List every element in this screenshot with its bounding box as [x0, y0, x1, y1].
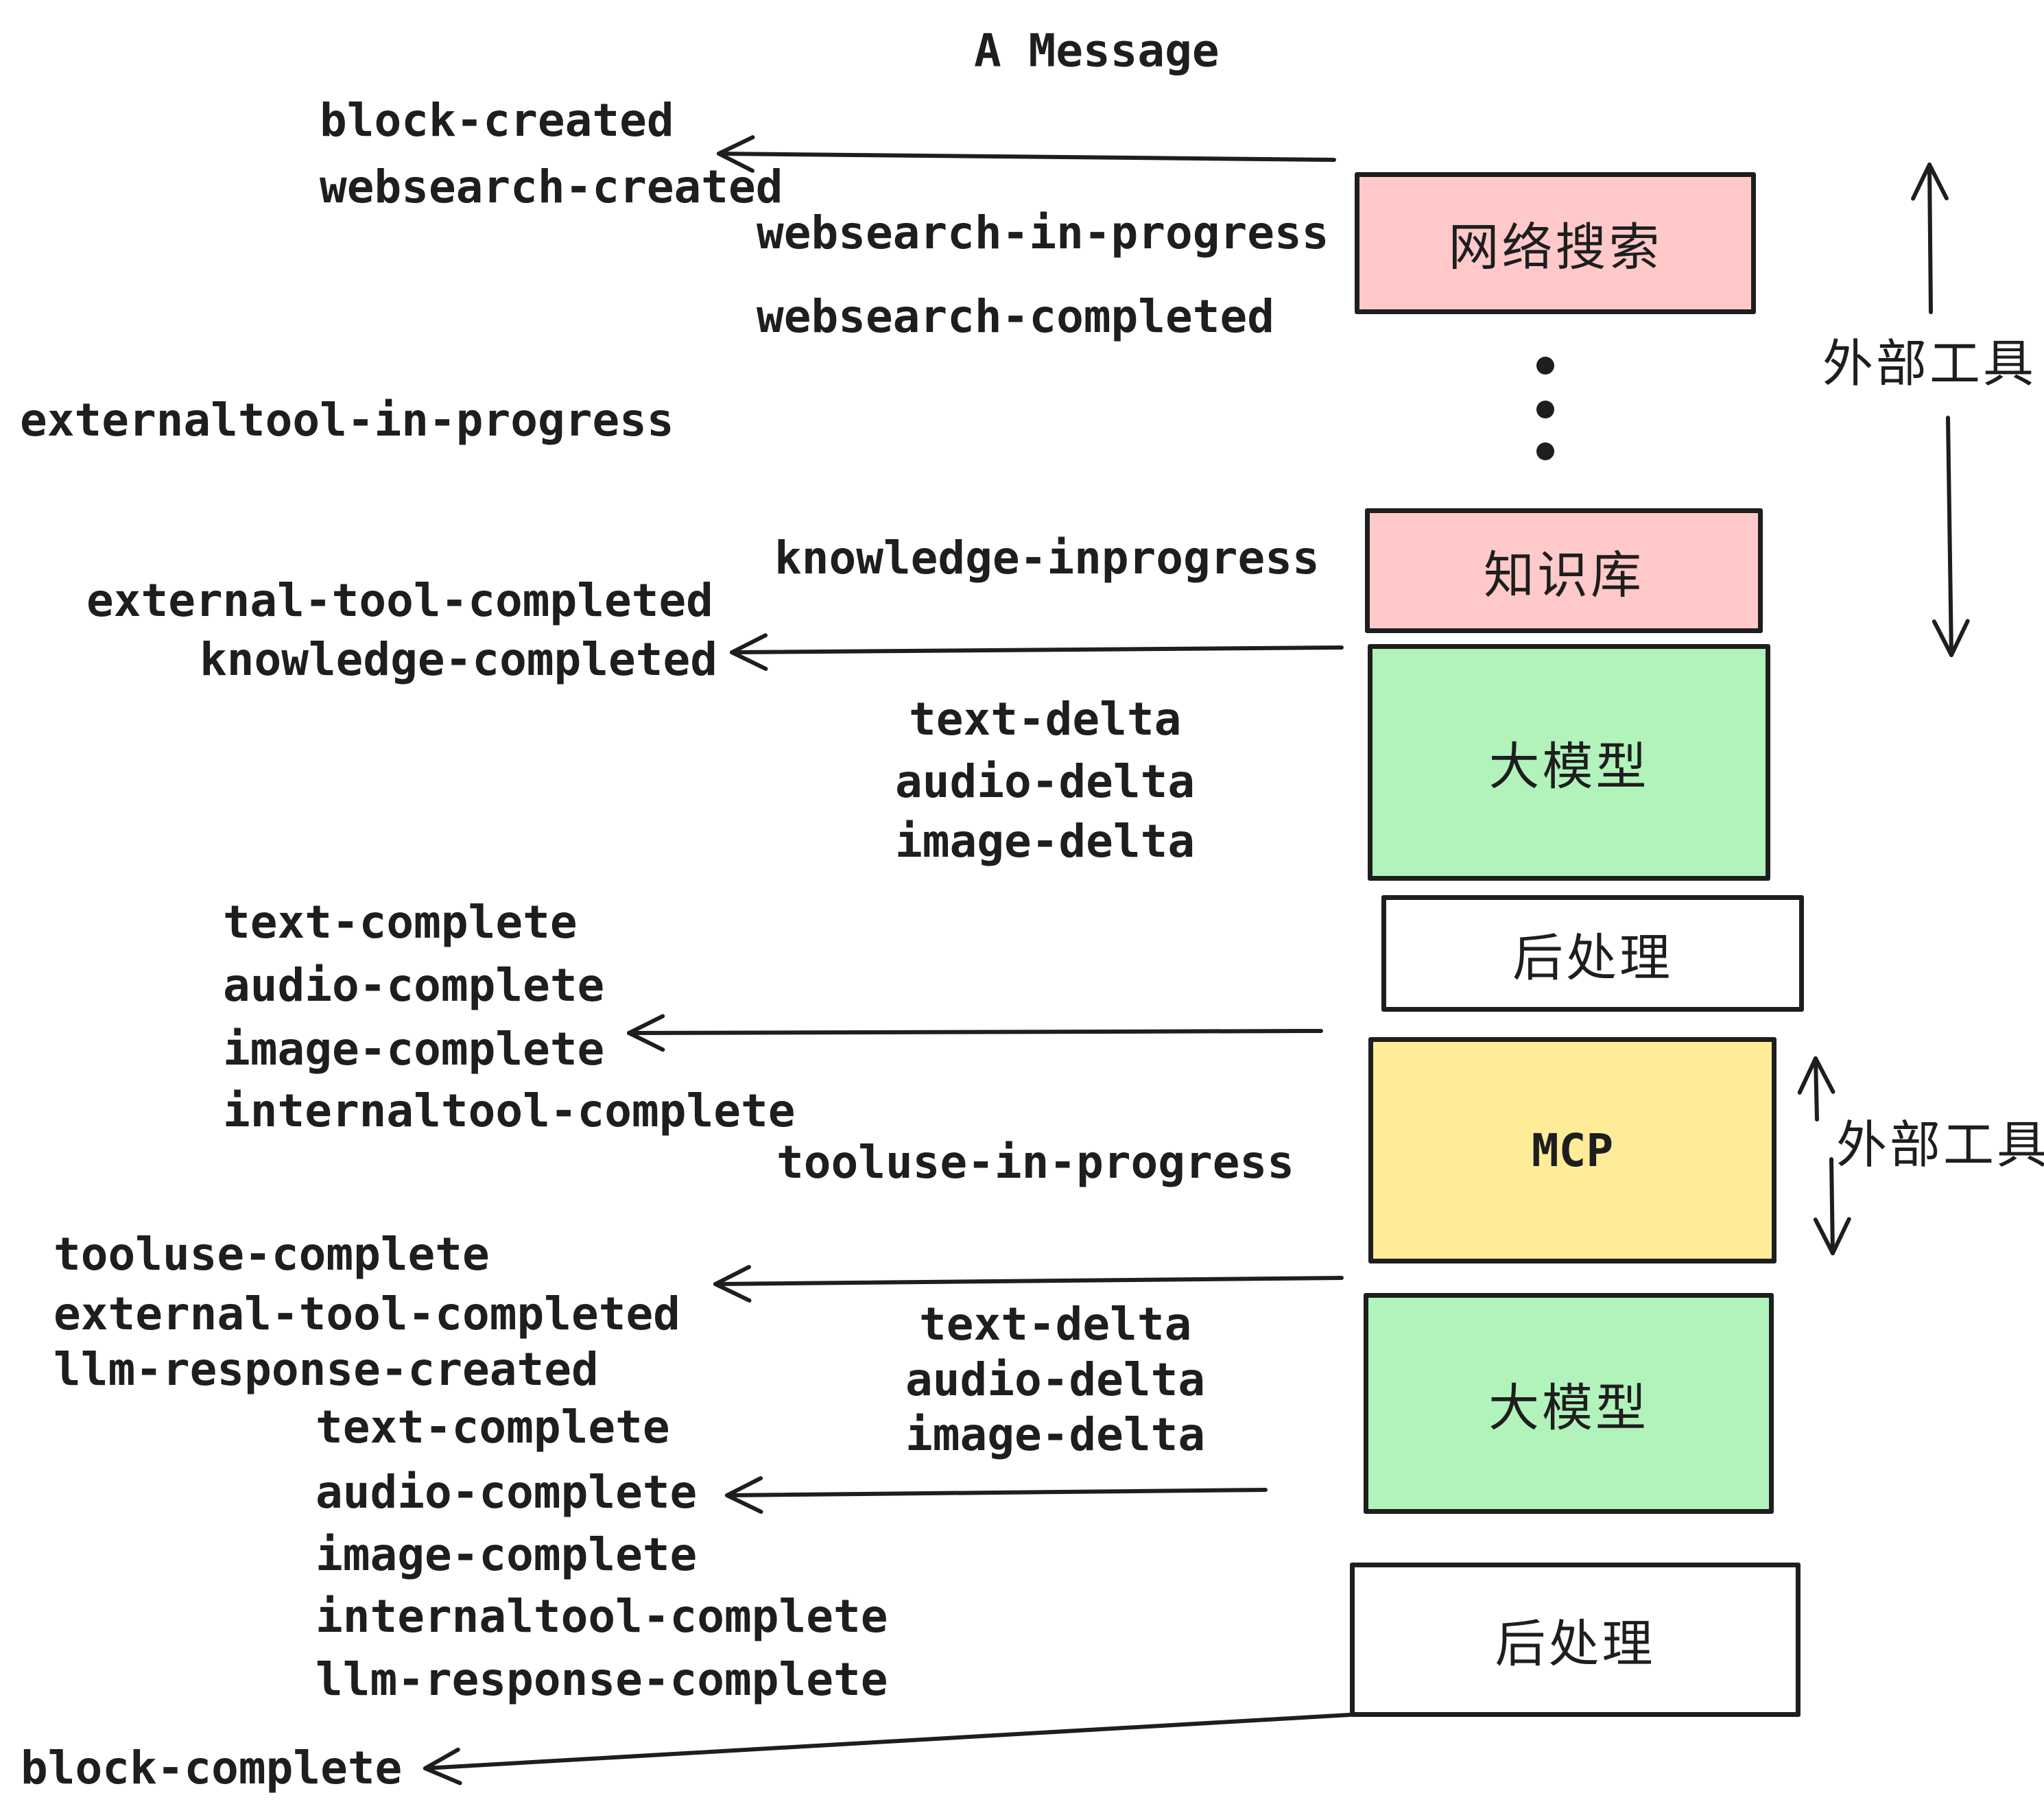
- external-tools-down-arrow-1: [1946, 416, 1953, 657]
- arrow-to-block-complete: [423, 1713, 1352, 1770]
- box-label-llm-1: 大模型: [1488, 738, 1650, 795]
- box-llm-2: 大模型: [1364, 1293, 1774, 1514]
- external-tools-down-arrow-2-head: [1831, 1217, 1851, 1255]
- external-tools-1-label: 外部工具: [1822, 335, 2036, 392]
- event-label: tooluse-complete: [54, 1228, 490, 1281]
- external-tools-down-arrow-2: [1829, 1157, 1835, 1255]
- event-label: audio-complete: [223, 959, 605, 1012]
- ellipsis-dot: [1536, 357, 1554, 375]
- box-postprocess-2: 后处理: [1350, 1563, 1801, 1717]
- arrow-to-knowledge-completed-head: [730, 633, 768, 654]
- event-label: block-created: [320, 94, 674, 147]
- event-label: text-delta: [919, 1298, 1192, 1351]
- external-tools-up-arrow-1: [1927, 163, 1933, 314]
- arrow-to-block-created-head: [717, 135, 755, 156]
- box-label-mcp: MCP: [1531, 1124, 1614, 1177]
- event-label: image-complete: [316, 1528, 698, 1581]
- box-llm-1: 大模型: [1368, 644, 1770, 881]
- external-tools-up-arrow-2: [1814, 1056, 1819, 1121]
- box-label-websearch: 网络搜索: [1448, 219, 1663, 276]
- ellipsis-dot: [1536, 442, 1554, 460]
- arrow-to-tooluse-complete-head: [713, 1265, 752, 1286]
- event-label: text-complete: [316, 1401, 670, 1453]
- arrow-to-audio-complete: [725, 1488, 1268, 1497]
- box-label-knowledge: 知识库: [1484, 546, 1644, 604]
- event-label: text-delta: [909, 693, 1182, 746]
- arrow-to-audio-complete-head: [725, 1493, 763, 1514]
- event-label: websearch-in-progress: [757, 206, 1329, 259]
- arrow-to-block-complete-head: [423, 1766, 462, 1785]
- box-websearch: 网络搜索: [1355, 172, 1756, 314]
- event-label: text-complete: [223, 896, 578, 949]
- arrow-to-image-complete: [627, 1029, 1323, 1035]
- event-label: image-complete: [223, 1023, 605, 1076]
- event-label: internaltool-complete: [316, 1590, 888, 1643]
- event-label: llm-response-complete: [316, 1653, 888, 1706]
- event-label: audio-delta: [895, 755, 1196, 808]
- event-label: websearch-created: [320, 161, 783, 213]
- arrow-to-image-complete-head: [627, 1031, 665, 1052]
- event-label: llm-response-created: [54, 1343, 599, 1396]
- event-label: external-tool-completed: [54, 1287, 680, 1340]
- arrow-to-block-created-head: [717, 152, 755, 173]
- arrow-to-knowledge-completed-head: [730, 650, 768, 672]
- arrow-to-knowledge-completed: [730, 645, 1344, 654]
- arrow-to-tooluse-complete-head: [713, 1282, 752, 1303]
- arrow-to-block-created: [717, 152, 1336, 162]
- event-label: block-complete: [21, 1742, 403, 1794]
- box-knowledge: 知识库: [1365, 508, 1763, 633]
- box-label-postprocess-1: 后处理: [1512, 929, 1673, 986]
- arrow-to-tooluse-complete: [713, 1276, 1344, 1286]
- event-label: audio-complete: [316, 1466, 698, 1519]
- external-tools-up-arrow-1-head: [1911, 163, 1932, 201]
- event-label: internaltool-complete: [223, 1084, 796, 1137]
- event-label: websearch-completed: [757, 290, 1274, 343]
- event-label: image-delta: [905, 1408, 1206, 1461]
- external-tools-down-arrow-1-head: [1932, 619, 1953, 657]
- box-label-postprocess-2: 后处理: [1495, 1615, 1656, 1672]
- event-label: externaltool-in-progress: [20, 394, 674, 447]
- external-tools-down-arrow-2-head: [1813, 1218, 1835, 1255]
- event-label: knowledge-inprogress: [774, 532, 1320, 584]
- event-label: audio-delta: [905, 1353, 1206, 1406]
- external-tools-up-arrow-1-head: [1927, 163, 1949, 201]
- event-label: knowledge-completed: [200, 633, 717, 686]
- external-tools-down-arrow-1-head: [1949, 619, 1970, 657]
- external-tools-up-arrow-2-head: [1797, 1056, 1818, 1095]
- box-mcp: MCP: [1368, 1037, 1776, 1263]
- arrow-to-image-complete-head: [627, 1014, 665, 1035]
- external-tools-2-label: 外部工具: [1836, 1116, 2044, 1174]
- event-label: image-delta: [895, 815, 1196, 868]
- external-tools-up-arrow-2-head: [1814, 1056, 1835, 1094]
- diagram-title: A Message: [974, 24, 1220, 78]
- box-label-llm-2: 大模型: [1488, 1379, 1649, 1436]
- box-postprocess-1: 后处理: [1381, 895, 1804, 1012]
- event-label: external-tool-completed: [86, 574, 713, 627]
- event-label: tooluse-in-progress: [776, 1136, 1294, 1189]
- arrow-to-block-complete-head: [423, 1747, 460, 1770]
- ellipsis-dot: [1536, 401, 1554, 418]
- arrow-to-audio-complete-head: [725, 1476, 763, 1497]
